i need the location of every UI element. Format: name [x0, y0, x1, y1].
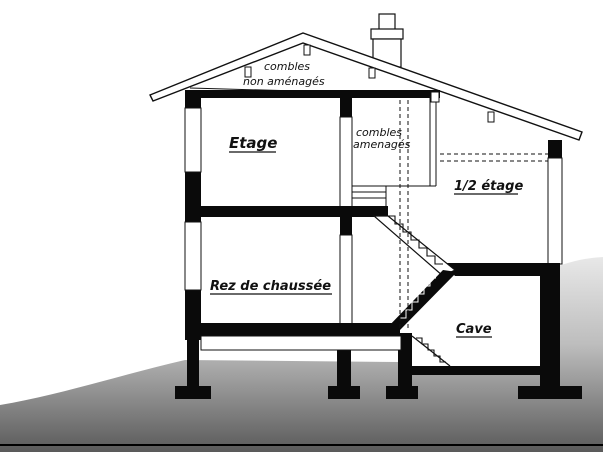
- ground-floor-outline: [200, 335, 402, 351]
- label-loft-line1: combles: [356, 126, 402, 139]
- label-upper-floor: Etage: [229, 134, 277, 152]
- label-attic-line1: combles: [264, 60, 310, 73]
- label-half-floor: 1/2 étage: [454, 179, 523, 194]
- chimney: [370, 13, 404, 68]
- rafter-ties: [244, 44, 495, 123]
- label-attic-line2: non aménagés: [243, 75, 325, 88]
- dashed-lines: [399, 100, 548, 330]
- label-loft-line2: amenagés: [353, 138, 411, 151]
- ground: [0, 257, 603, 452]
- floor-slabs: [185, 90, 560, 375]
- cellar-staircase: [411, 335, 451, 367]
- loft-structure: [352, 91, 440, 206]
- main-staircase: [372, 215, 457, 330]
- label-cellar: Cave: [456, 322, 492, 337]
- label-ground-floor: Rez de chaussée: [210, 279, 331, 294]
- roof: [149, 32, 583, 141]
